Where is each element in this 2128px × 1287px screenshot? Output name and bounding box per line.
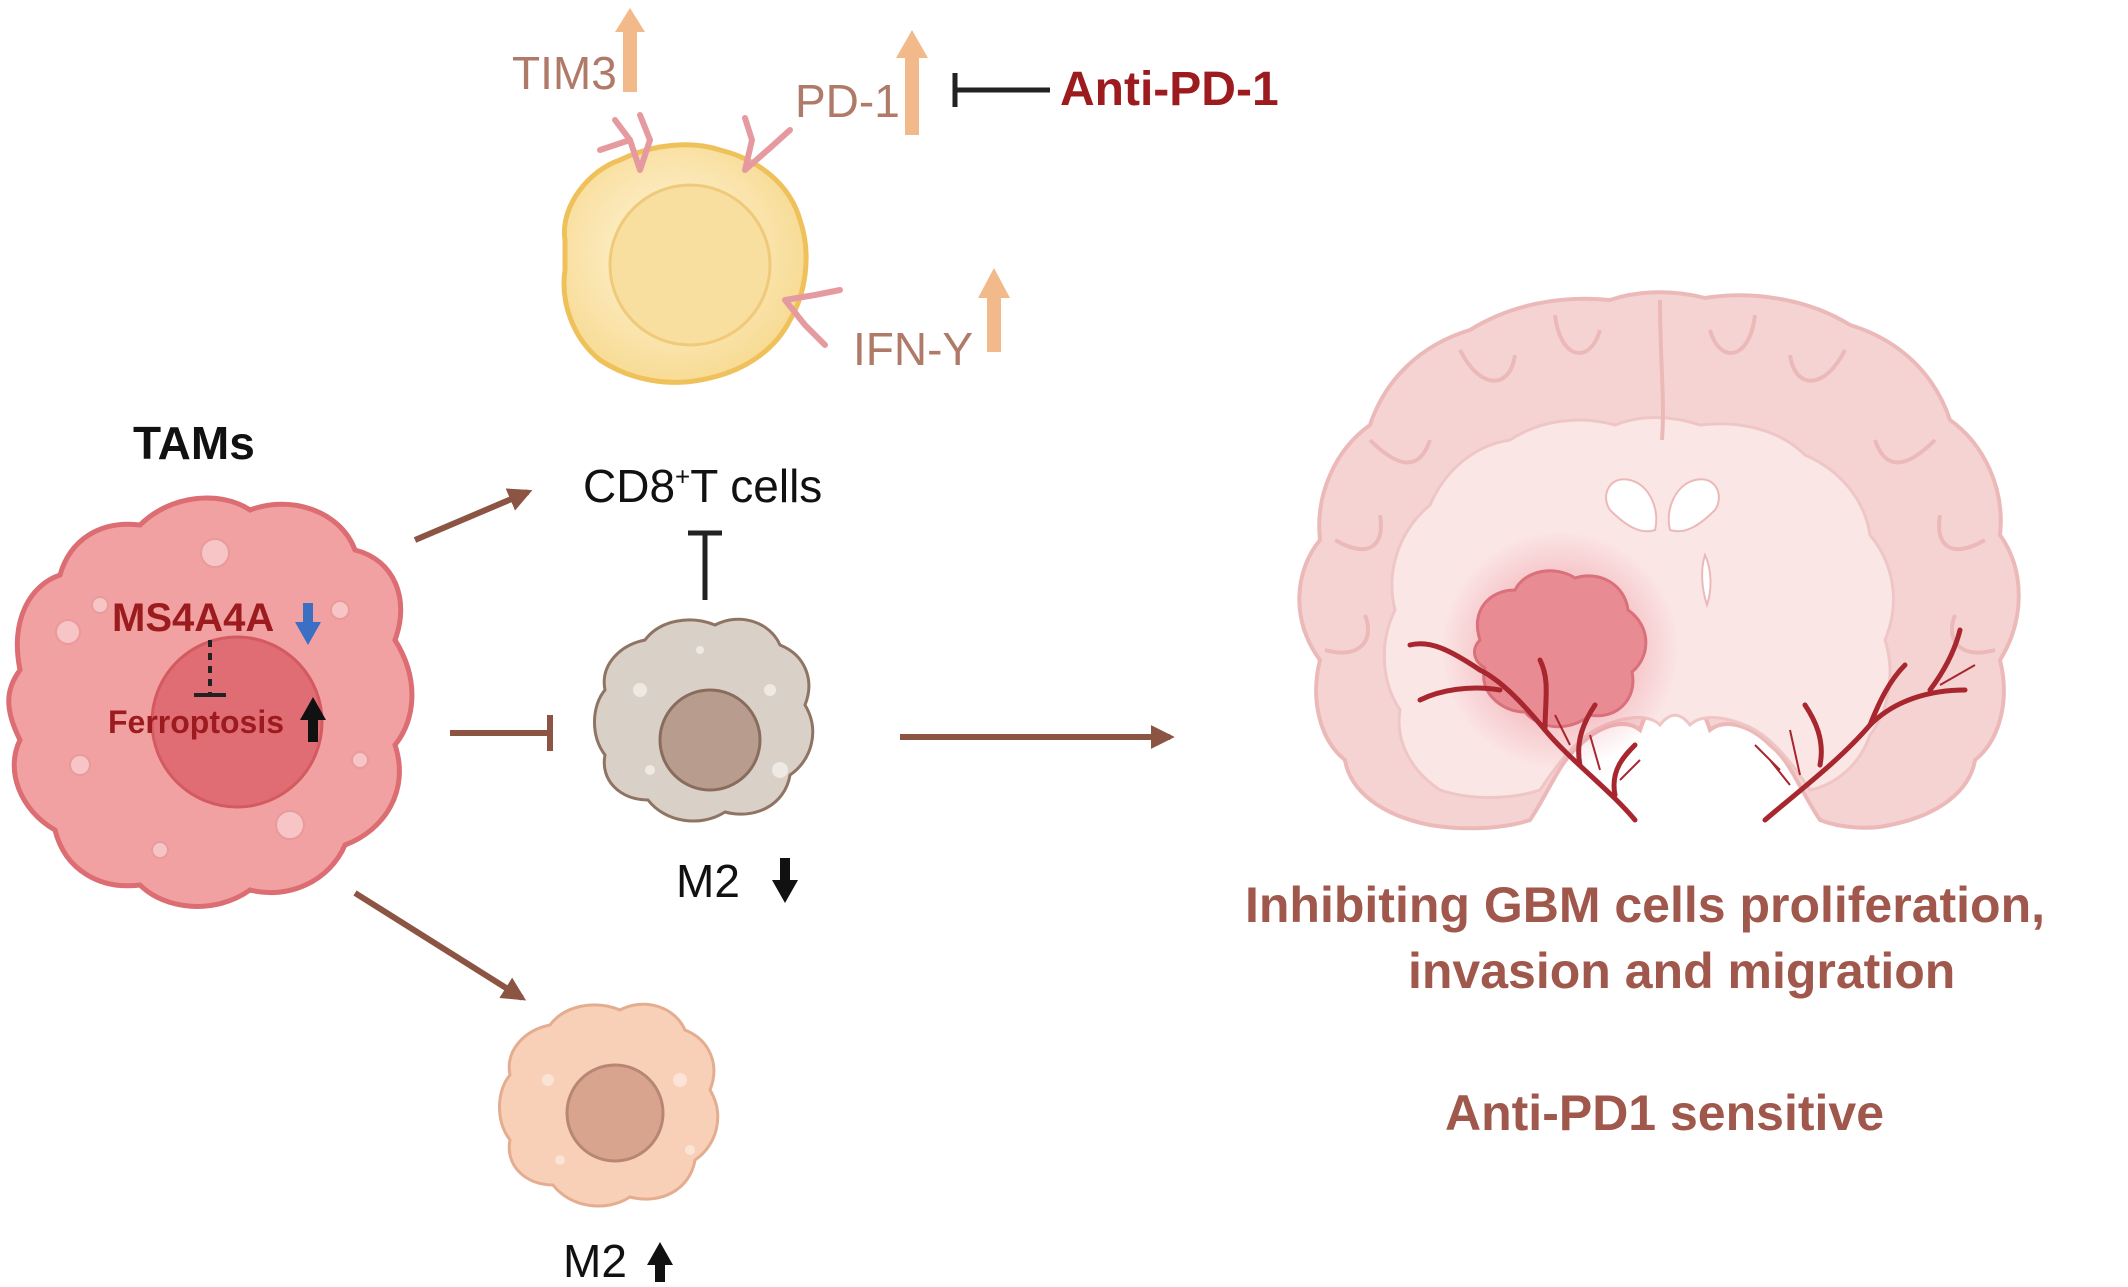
outcome-line-3: Anti-PD1 sensitive [1445, 1085, 1885, 1141]
ifn-up-arrow-icon [978, 268, 1010, 352]
ms4a4a-label: MS4A4A [112, 596, 275, 640]
tumor-icon [1473, 569, 1648, 729]
cd8-superscript: + [675, 461, 691, 492]
cd8-text: CD8 [583, 460, 676, 512]
tam-to-cd8-arrow [413, 488, 533, 543]
m2-down-arrow-icon [772, 858, 798, 903]
m2-suppressed-label: M2 [676, 855, 740, 907]
m2-suppressed-cell-icon [593, 617, 815, 823]
t-cells-text: T cells [690, 460, 823, 512]
tam-cell-icon [6, 495, 415, 909]
ifn-label: IFN-Y [853, 323, 974, 375]
tim3-label: TIM3 [512, 47, 617, 99]
tam-to-m2-up-arrow [353, 890, 527, 1001]
anti-pd1-inhibit-line [952, 73, 1050, 107]
m2-increased-label: M2 [563, 1235, 627, 1287]
ms4a4a-down-arrow-icon [295, 603, 321, 645]
ferroptosis-up-arrow-icon [300, 697, 326, 742]
tam-inhibit-m2-line [450, 715, 553, 751]
m2-increased-cell-icon [498, 1002, 720, 1208]
ferroptosis-label: Ferroptosis [108, 704, 285, 740]
anti-pd1-label: Anti-PD-1 [1060, 63, 1279, 116]
receptor-left-icon [597, 112, 653, 173]
outcome-line-2: invasion and migration [1408, 943, 1956, 999]
outcome-line-1: Inhibiting GBM cells proliferation, [1245, 877, 2046, 933]
receptor-lower-icon [782, 287, 843, 348]
pd1-up-arrow-icon [896, 30, 928, 135]
receptor-right-icon [742, 115, 793, 173]
m2-inhibit-cd8-line [688, 530, 722, 600]
cd8-t-cells-label: CD8+T cells [583, 463, 822, 509]
tim3-up-arrow-icon [615, 8, 645, 92]
brain-icon [1297, 290, 2021, 831]
tams-label: TAMs [133, 417, 255, 469]
cd8-t-cell-icon [561, 112, 843, 385]
pd1-label: PD-1 [795, 75, 900, 127]
m2-up-arrow-icon [647, 1242, 673, 1282]
ms4a4a-ferroptosis-dashed-inhibit [194, 640, 226, 697]
